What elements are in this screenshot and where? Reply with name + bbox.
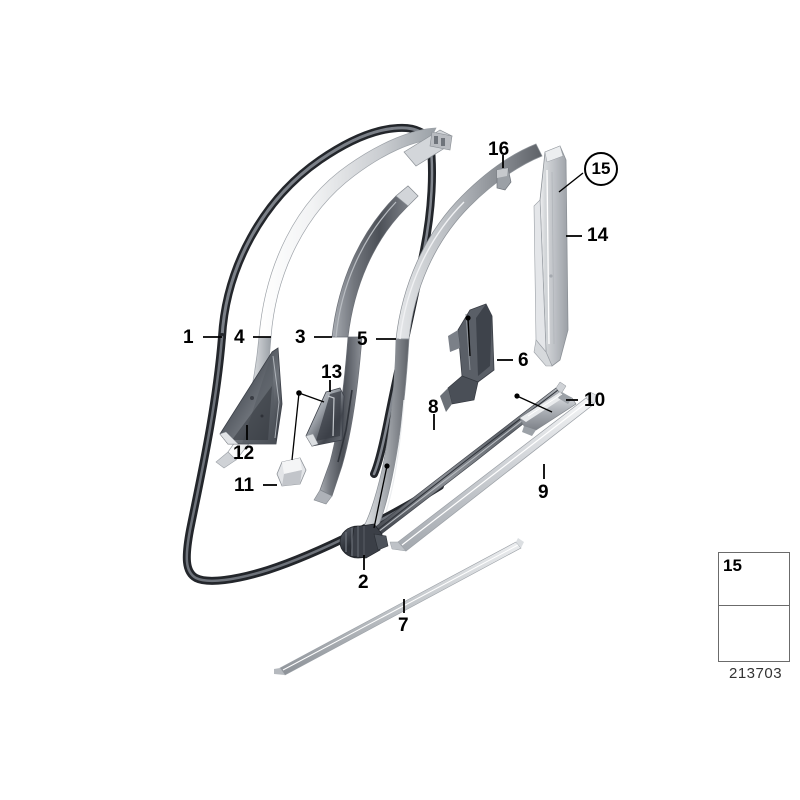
part-12-mirror-triangle-cover-large xyxy=(219,347,283,445)
callout-label-10: 10 xyxy=(584,390,606,411)
part-11-small-end-cap xyxy=(276,457,307,487)
part-7-lower-sill-strip xyxy=(274,538,524,676)
callout-label-13: 13 xyxy=(321,362,343,383)
part-14-b-pillar-trim-cover xyxy=(533,145,569,367)
reference-box-part-number: 15 xyxy=(723,556,742,575)
callout-label-6: 6 xyxy=(518,350,529,371)
callout-badge-15: 15 xyxy=(584,152,618,186)
callout-label-4: 4 xyxy=(234,327,245,348)
part-13-mirror-triangle-cover-small xyxy=(305,387,345,447)
part-10-clip-connector xyxy=(519,391,577,436)
callout-label-9: 9 xyxy=(538,482,549,503)
callout-label-7: 7 xyxy=(398,615,409,636)
callout-label-14: 14 xyxy=(587,225,609,246)
frame-top-bracket xyxy=(403,129,453,167)
callout-label-12: 12 xyxy=(233,443,255,464)
callout-label-3: 3 xyxy=(295,327,306,348)
part-4-window-frame-trim-bright xyxy=(215,127,437,469)
diagram-reference-code: 213703 xyxy=(729,665,783,682)
callout-label-11: 11 xyxy=(234,475,255,496)
callout-label-8: 8 xyxy=(428,397,439,418)
callout-label-5: 5 xyxy=(357,329,368,350)
part-2-rubber-grommet-plug xyxy=(339,523,389,559)
callout-leaders xyxy=(203,155,584,613)
callout-label-1: 1 xyxy=(183,327,194,348)
part-9-belt-line-inner-moulding xyxy=(389,391,599,552)
pointer-leaders xyxy=(291,315,553,529)
part-6-pillar-bracket xyxy=(440,303,495,412)
part-16-small-plug-cap xyxy=(496,167,512,191)
reference-box-divider xyxy=(718,552,790,606)
callout-label-16: 16 xyxy=(488,139,510,160)
callout-label-2: 2 xyxy=(358,572,369,593)
